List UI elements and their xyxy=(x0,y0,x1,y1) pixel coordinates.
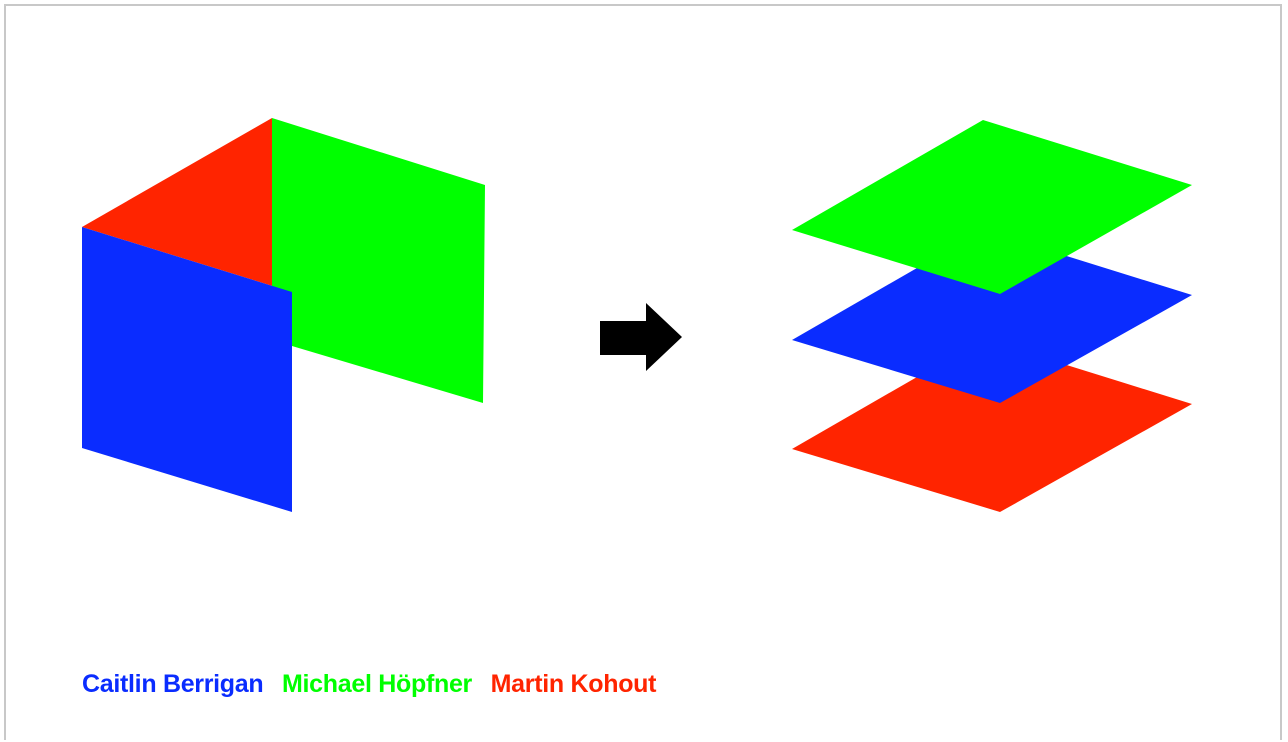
corner-assembly xyxy=(82,118,485,512)
blue-plane-middle xyxy=(792,230,1192,403)
name-martin-kohout: Martin Kohout xyxy=(490,670,657,698)
artist-names: Caitlin Berrigan Michael Höpfner Martin … xyxy=(82,670,656,699)
name-caitlin-berrigan: Caitlin Berrigan xyxy=(82,670,264,698)
green-plane-back xyxy=(272,118,485,403)
red-plane-top xyxy=(82,118,292,292)
green-plane-top xyxy=(792,120,1192,294)
stacked-planes xyxy=(792,120,1192,512)
right-arrow-icon xyxy=(600,303,682,371)
red-plane-bottom xyxy=(792,339,1192,512)
blue-plane-front xyxy=(82,227,292,512)
name-michael-hopfner: Michael Höpfner xyxy=(282,670,472,698)
